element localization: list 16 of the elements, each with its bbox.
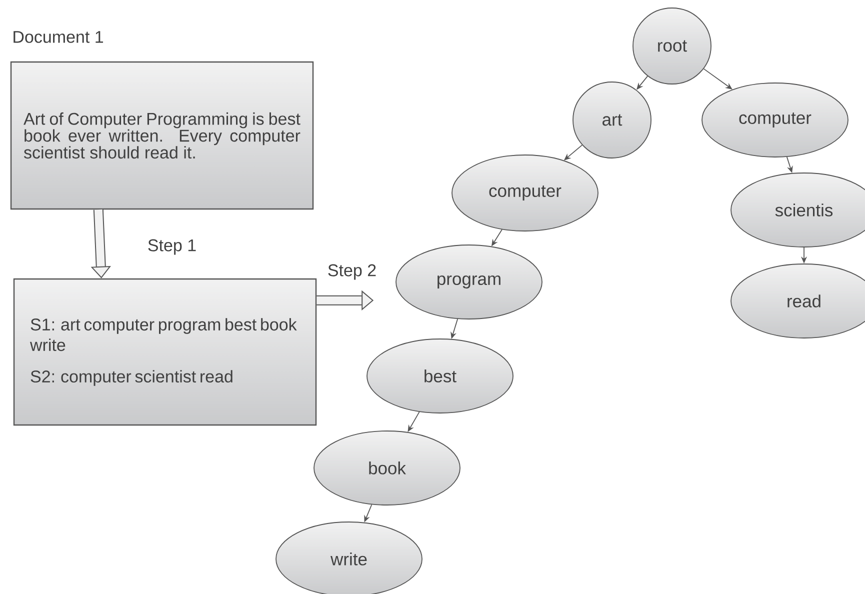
tree-node: read: [730, 264, 865, 338]
arrow: [703, 68, 732, 90]
text-box: Art of Computer Programming is best book ever written. Every computer scientist should read it.: [10, 61, 314, 210]
tree-node: computer: [702, 82, 848, 158]
tree-node: program: [396, 244, 542, 320]
tree-node: best: [366, 338, 514, 414]
tree-node: computer: [452, 154, 598, 232]
tree-node: art: [572, 82, 652, 158]
tree-node: root: [632, 8, 712, 84]
text-box: S1: art computer program best book write S2: computer scientist read: [13, 278, 317, 426]
tree-node: write: [276, 522, 422, 594]
tree-node: scientis: [730, 172, 865, 248]
edge-label: Step 1: [148, 239, 196, 255]
tree-node: book: [314, 430, 460, 506]
heading: Document 1: [14, 31, 103, 43]
edge-label: Step 2: [328, 264, 376, 280]
